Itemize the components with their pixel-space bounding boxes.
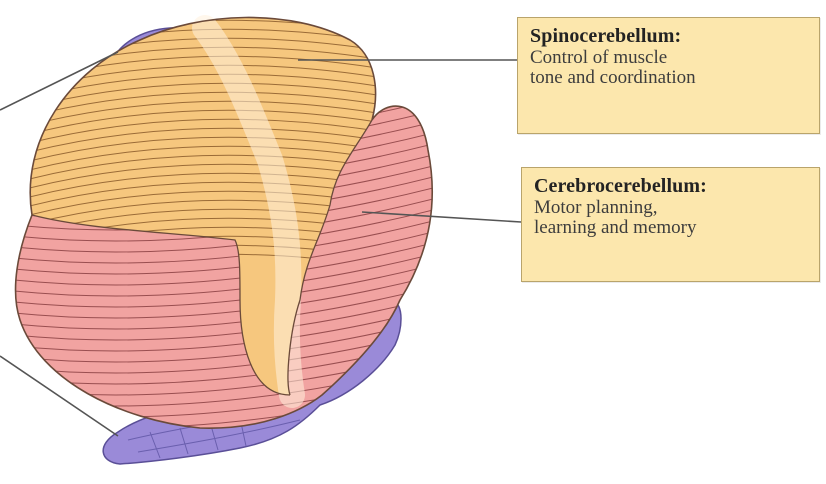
spinocerebellum-label-box: Spinocerebellum: Control of muscle tone … (517, 17, 820, 134)
cerebrocerebellum-desc-line-1: Motor planning, (534, 198, 809, 219)
cerebrocerebellum-desc-line-2: learning and memory (534, 218, 809, 239)
spinocerebellum-desc-line-2: tone and coordination (530, 68, 809, 89)
cerebrocerebellum-label-box: Cerebrocerebellum: Motor planning, learn… (521, 167, 820, 282)
spinocerebellum-desc-line-1: Control of muscle (530, 48, 809, 69)
spinocerebellum-title: Spinocerebellum: (530, 26, 809, 48)
cerebrocerebellum-title: Cerebrocerebellum: (534, 176, 809, 198)
